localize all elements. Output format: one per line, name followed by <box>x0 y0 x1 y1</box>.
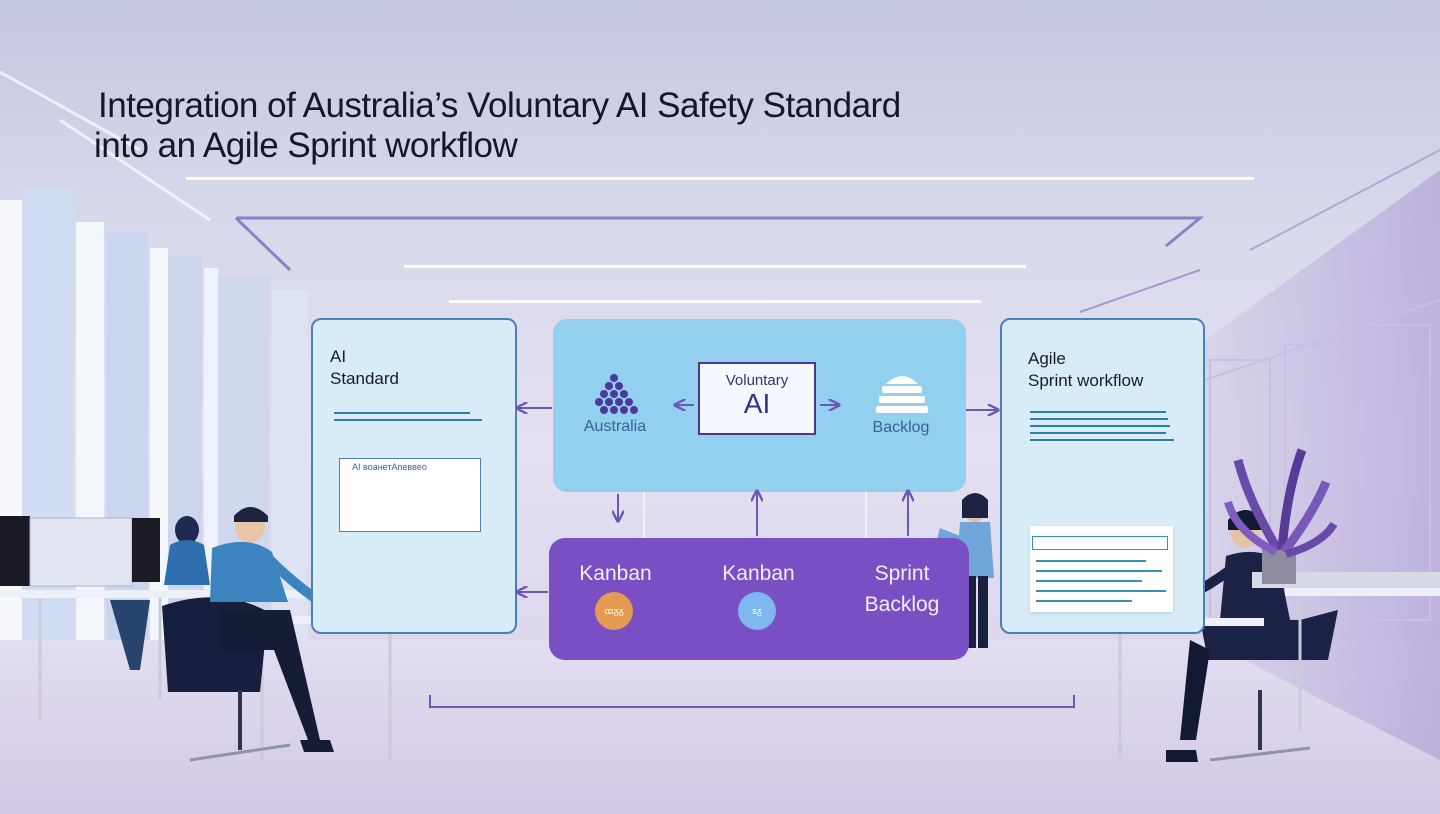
title-line-2: into an Agile Sprint workflow <box>94 126 518 165</box>
kanban-badge-orange-icon: ꝏᵹᵹ <box>595 592 633 630</box>
voluntary-ai-label: AI <box>743 388 771 419</box>
ai-standard-text-lines <box>334 412 482 426</box>
australia-label: Australia <box>583 418 647 435</box>
sprint-document-card <box>1030 526 1173 612</box>
ai-standard-title-line-1: AI <box>330 347 347 366</box>
sprint-label-line-2: Backlog <box>864 593 940 616</box>
agile-sprint-title-line-1: Agile <box>1028 349 1066 368</box>
agile-sprint-title: Agile Sprint workflow <box>1028 348 1143 392</box>
kanban-label-1: Kanban <box>579 562 652 585</box>
mini-card-caption: AI воанетАпеввео <box>352 462 427 472</box>
ai-standard-mini-card: AI воанетАпеввео <box>339 458 481 532</box>
backlog-label: Backlog <box>872 419 930 436</box>
kanban-label-2: Kanban <box>722 562 795 585</box>
agile-sprint-title-line-2: Sprint workflow <box>1028 371 1144 390</box>
voluntary-label: Voluntary <box>725 372 789 389</box>
sprint-label-line-1: Sprint <box>874 562 930 585</box>
ai-standard-title: AI Standard <box>330 346 399 390</box>
agile-sprint-text-lines <box>1030 411 1174 446</box>
sprint-backlog-label: Sprint Backlog <box>852 558 952 620</box>
page-title: Integration of Australia’s Voluntary AI … <box>94 86 901 166</box>
kanban-badge-blue-icon: ꜱᵹ <box>738 592 776 630</box>
document-bar <box>1032 536 1168 550</box>
title-line-1: Integration of Australia’s Voluntary AI … <box>98 86 901 125</box>
ai-standard-title-line-2: Standard <box>330 369 399 388</box>
voluntary-ai-box: Voluntary AI <box>698 362 816 435</box>
